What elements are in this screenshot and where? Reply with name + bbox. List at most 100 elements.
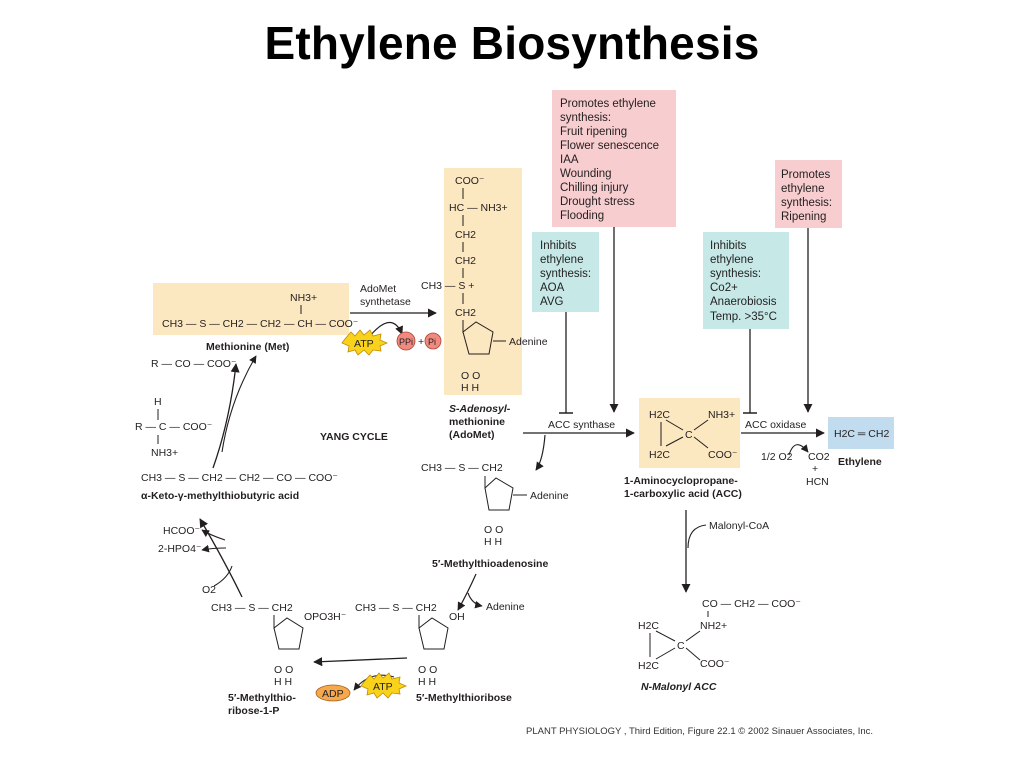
arrow-keto-to-met — [212, 363, 240, 469]
hcoo-label: HCOO⁻ — [163, 525, 201, 537]
bond — [693, 436, 709, 449]
co2-label: CO2 — [808, 451, 830, 463]
acc-c: C — [685, 429, 693, 441]
adomet-ch2: CH2 — [455, 307, 476, 319]
promote-box-2-line: synthesis: — [781, 197, 832, 209]
ethylene-name: Ethylene — [838, 456, 882, 468]
promote-box-1-item: Flooding — [560, 210, 604, 222]
keto-name: α-Keto-γ-methylthiobutyric acid — [141, 490, 299, 502]
acc-h2c-bot: H2C — [649, 449, 670, 461]
arrow-mtr-to-mtr1p — [313, 657, 408, 667]
promote-box-1-item: Chilling injury — [560, 182, 629, 194]
inhibit-box-2-line: Temp. >35°C — [710, 311, 777, 323]
bond — [655, 630, 676, 642]
mta-oh: O O — [484, 524, 503, 536]
malonyl-h2c-top: H2C — [638, 620, 659, 632]
methionine-formula: CH3 — S — CH2 — CH2 — CH — COO⁻ — [162, 318, 359, 330]
figure-credit: PLANT PHYSIOLOGY , Third Edition, Figure… — [526, 726, 874, 737]
acc-name: 1-carboxylic acid (ACC) — [624, 488, 742, 500]
mta-ribose-ring — [484, 476, 514, 511]
adp-oval — [315, 684, 351, 702]
methionine-nh3: NH3+ — [290, 292, 317, 304]
adomet-name: (AdoMet) — [449, 429, 495, 441]
mtr1p-name: ribose-1-P — [228, 705, 279, 717]
adomet-ch2: CH2 — [455, 229, 476, 241]
arrow-atp — [369, 321, 403, 337]
page-title: Ethylene Biosynthesis — [264, 17, 760, 69]
mta-h: H H — [484, 536, 502, 548]
inhibit-box-2 — [703, 232, 789, 329]
methionine-name: Methionine (Met) — [206, 341, 289, 353]
malonyl-top: CO — CH2 — COO⁻ — [702, 598, 801, 610]
o2-hook — [213, 565, 233, 587]
inhibit-box-1-line: synthesis: — [540, 268, 591, 280]
mtr1p-h: H H — [274, 676, 292, 688]
mtr-h-bottom: H H — [418, 676, 436, 688]
arrow-adenine-release — [467, 592, 483, 609]
adomet-coo: COO⁻ — [455, 175, 485, 187]
atp-burst-2 — [360, 672, 408, 699]
malonyl-coo: COO⁻ — [700, 658, 730, 670]
ethylene-formula: H2C ═ CH2 — [834, 428, 889, 440]
inhibit-box-2-line: synthesis: — [710, 268, 761, 280]
inhibit-box-1 — [532, 232, 599, 312]
acc-nh3: NH3+ — [708, 409, 735, 421]
adomet-ch3s: CH3 — S + — [421, 280, 474, 292]
acc-h2c-top: H2C — [649, 409, 670, 421]
malonyl-c: C — [677, 640, 685, 652]
mtr-oh: OH — [449, 611, 465, 623]
half-o2-label: 1/2 O2 — [761, 451, 793, 463]
promote-box-1-item: synthesis: — [560, 112, 611, 124]
acc-name: 1-Aminocyclopropane- — [624, 475, 738, 487]
adomet-name: S-Adenosyl- — [449, 403, 511, 415]
amino-acid-nh3: NH3+ — [151, 447, 178, 459]
promote-box-2-line: ethylene — [781, 183, 824, 195]
malonyl-nh2: NH2+ — [700, 620, 727, 632]
adp-label: ADP — [322, 688, 344, 700]
acc-oxidase-label: ACC oxidase — [745, 419, 806, 431]
adomet-ch2: CH2 — [455, 255, 476, 267]
malonyl-coa-hook — [687, 524, 707, 549]
inhibit-box-1-line: AVG — [540, 296, 563, 308]
arrow-mta-to-mtr — [457, 573, 477, 611]
inhibit-box-1-line: AOA — [540, 282, 565, 294]
ppi-circle — [396, 331, 416, 351]
plus-sign: + — [418, 336, 424, 348]
acc-box — [639, 398, 740, 468]
promote-box-1-item: Wounding — [560, 168, 612, 180]
inhibit-box-2-line: Inhibits — [710, 240, 747, 252]
mtr1p-name: 5′-Methylthio- — [228, 692, 296, 704]
inhibit-box-1-line: ethylene — [540, 254, 583, 266]
ethylene-box — [828, 417, 894, 449]
yang-cycle-label: YANG CYCLE — [320, 431, 388, 443]
methionine-box — [153, 283, 349, 335]
malonyl-acc-name: N-Malonyl ACC — [641, 681, 717, 693]
arrow-o2 — [788, 444, 809, 456]
mtr1p-oh: O O — [274, 664, 293, 676]
malonyl-coa-label: Malonyl-CoA — [709, 520, 769, 532]
malonyl-h2c-bot: H2C — [638, 660, 659, 672]
arrow-mtr1p-to-keto — [199, 518, 243, 598]
mtr1p-formula: CH3 — S — CH2 — [211, 602, 293, 614]
promote-box-1-heading: Promotes ethylene — [560, 98, 656, 110]
keto-formula: CH3 — S — CH2 — CH2 — CO — COO⁻ — [141, 472, 338, 484]
acc-synthase-label: ACC synthase — [548, 419, 615, 431]
acc-coo: COO⁻ — [708, 449, 738, 461]
adomet-ribose-ring — [462, 320, 494, 355]
arrow-hpo4 — [201, 544, 227, 553]
mta-name: 5′-Methylthioadenosine — [432, 558, 548, 570]
arrow-transamination — [221, 355, 257, 453]
bond — [693, 419, 709, 431]
mtr-formula: CH3 — S — CH2 — [355, 602, 437, 614]
mtr-ribose-ring — [418, 615, 449, 650]
inhibit-box-2-line: Anaerobiosis — [710, 296, 777, 308]
atp-label-2: ATP — [373, 681, 393, 693]
adomet-hc: HC — NH3+ — [449, 202, 508, 214]
promote-box-2-line: Promotes — [781, 169, 830, 181]
promote-box-1-item: Flower senescence — [560, 140, 659, 152]
adomet-synthetase-label: AdoMet — [360, 283, 396, 295]
mtr1p-opo3: OPO3H⁻ — [304, 611, 347, 623]
o2-label: O2 — [202, 584, 216, 596]
promote-box-2-line: Ripening — [781, 211, 826, 223]
